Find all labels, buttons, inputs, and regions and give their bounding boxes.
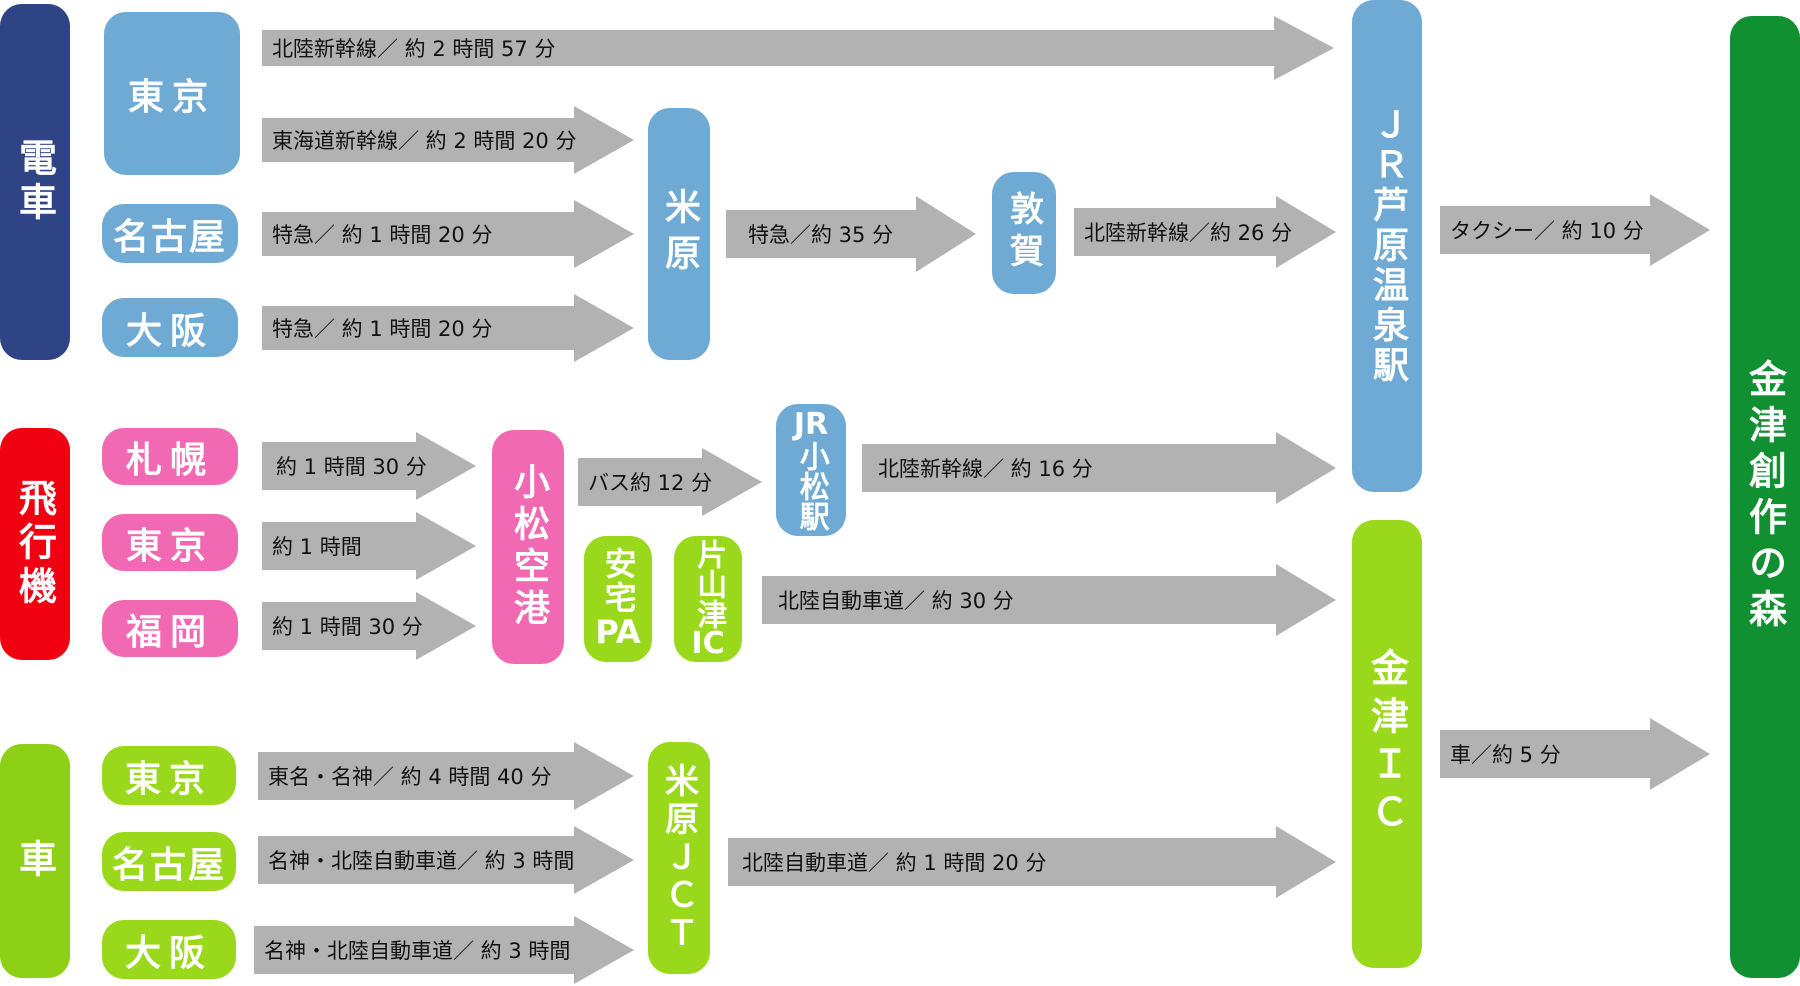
category-car: 車 [0,744,70,978]
route-komatsu-hokuriku-label: 北陸新幹線／ 約 16 分 [878,457,1093,481]
route-nagoya-express-label: 特急／ 約 1 時間 20 分 [272,223,493,247]
node-katayamazu-ic-line1: 片山津 [691,538,727,629]
node-maibara-label: 米原 [659,188,700,280]
category-train: 電車 [0,4,70,360]
arrow-osaka-express: 特急／ 約 1 時間 20 分 [262,294,634,362]
node-jr-komatsu-line2: 小松駅 [793,440,829,531]
arrow-jct-expressway: 北陸自動車道／ 約 1 時間 20 分 [728,826,1336,898]
node-kanazu-ic-label: 金津ＩＣ [1364,648,1409,840]
arrow-car-final: 車／約 5 分 [1440,718,1710,790]
node-jr-komatsu-line1: JR [793,407,829,443]
route-car-tokyo-label: 東名・名神／ 約 4 時間 40 分 [268,765,552,789]
arrow-car-nagoya: 名神・北陸自動車道／ 約 3 時間 [258,826,634,894]
arrow-tokyo-hokuriku: 北陸新幹線／ 約 2 時間 57 分 [262,16,1334,80]
origin-car-osaka-label: 大阪 [124,932,213,974]
route-tokyo-hokuriku-label: 北陸新幹線／ 約 2 時間 57 分 [272,37,556,61]
route-tokyo-flight-label: 約 1 時間 [272,535,362,559]
arrow-sapporo-flight: 約 1 時間 30 分 [262,432,476,500]
route-maibara-tsuruga-label: 特急／約 35 分 [748,223,894,247]
arrow-taxi: タクシー／ 約 10 分 [1440,194,1710,266]
node-jr-ashiharaonsen: ＪＲ芦原温泉駅 [1352,0,1422,492]
route-car-osaka-label: 名神・北陸自動車道／ 約 3 時間 [264,939,571,963]
route-tokyo-tokaido-label: 東海道新幹線／ 約 2 時間 20 分 [272,129,577,153]
arrow-airport-bus: バス約 12 分 [578,448,762,516]
node-jr-ashiharaonsen-label: ＪＲ芦原温泉駅 [1367,106,1408,386]
origin-plane-fukuoka-label: 福岡 [125,611,214,653]
origin-train-nagoya-label: 名古屋 [112,216,227,258]
origin-car-nagoya-label: 名古屋 [111,844,226,886]
node-anaka-pa: 安宅 PA [584,536,652,662]
origin-train-tokyo-label: 東京 [127,76,216,118]
route-jct-expressway-label: 北陸自動車道／ 約 1 時間 20 分 [742,851,1047,875]
category-plane-label: 飛行機 [12,478,57,610]
node-maibara-jct-label: 米原ＪＣＴ [658,763,699,953]
origin-train-osaka: 大阪 [102,298,238,357]
arrow-car-osaka: 名神・北陸自動車道／ 約 3 時間 [254,916,634,984]
node-komatsu-airport: 小松空港 [492,430,564,664]
route-airport-bus-label: バス約 12 分 [588,471,713,495]
arrow-maibara-tsuruga: 特急／約 35 分 [726,196,976,272]
category-car-label: 車 [12,839,57,883]
arrow-tokyo-tokaido: 東海道新幹線／ 約 2 時間 20 分 [262,106,634,174]
origin-plane-tokyo: 東京 [102,514,238,571]
node-maibara: 米原 [648,108,710,360]
route-car-final-label: 車／約 5 分 [1450,743,1561,767]
origin-car-osaka: 大阪 [102,920,236,979]
origin-car-tokyo: 東京 [102,746,236,805]
route-car-nagoya-label: 名神・北陸自動車道／ 約 3 時間 [268,849,575,873]
node-jr-komatsu: JR 小松駅 [776,404,846,536]
route-osaka-express-label: 特急／ 約 1 時間 20 分 [272,317,493,341]
origin-plane-sapporo-label: 札幌 [125,439,214,481]
arrow-tsuruga-hokuriku: 北陸新幹線／約 26 分 [1074,196,1336,268]
arrow-katayamazu-expressway: 北陸自動車道／ 約 30 分 [762,564,1336,636]
route-tsuruga-hokuriku-label: 北陸新幹線／約 26 分 [1084,221,1293,245]
arrow-fukuoka-flight: 約 1 時間 30 分 [262,592,476,660]
origin-plane-sapporo: 札幌 [102,428,238,485]
origin-plane-fukuoka: 福岡 [102,600,238,657]
route-katayamazu-expressway-label: 北陸自動車道／ 約 30 分 [778,589,1014,613]
category-plane: 飛行機 [0,428,70,660]
node-maibara-jct: 米原ＪＣＴ [648,742,710,974]
node-katayamazu-ic-line2: IC [691,625,725,661]
origin-train-nagoya: 名古屋 [102,204,238,263]
arrow-car-tokyo: 東名・名神／ 約 4 時間 40 分 [258,742,634,810]
node-kanazu-ic: 金津ＩＣ [1352,520,1422,968]
node-anaka-pa-line2: PA [595,613,641,652]
origin-train-tokyo: 東京 [104,12,240,175]
node-komatsu-airport-label: 小松空港 [508,463,549,631]
origin-car-tokyo-label: 東京 [124,758,213,800]
route-fukuoka-flight-label: 約 1 時間 30 分 [272,615,423,639]
origin-car-nagoya: 名古屋 [102,832,236,891]
route-sapporo-flight-label: 約 1 時間 30 分 [276,455,427,479]
arrow-nagoya-express: 特急／ 約 1 時間 20 分 [262,200,634,268]
arrow-komatsu-hokuriku: 北陸新幹線／ 約 16 分 [862,432,1336,504]
origin-train-osaka-label: 大阪 [125,310,214,352]
origin-plane-tokyo-label: 東京 [125,525,214,567]
route-taxi-label: タクシー／ 約 10 分 [1450,219,1644,243]
arrow-tokyo-flight: 約 1 時間 [262,512,476,580]
node-katayamazu-ic: 片山津 IC [674,536,742,662]
destination-kanazu-sousaku-no-mori: 金津創作の森 [1730,16,1800,978]
node-anaka-pa-line1: 安宅 [599,547,638,616]
node-tsuruga: 敦賀 [992,172,1056,294]
destination-label: 金津創作の森 [1742,359,1787,635]
category-train-label: 電車 [12,138,57,226]
node-tsuruga-label: 敦賀 [1003,191,1044,275]
